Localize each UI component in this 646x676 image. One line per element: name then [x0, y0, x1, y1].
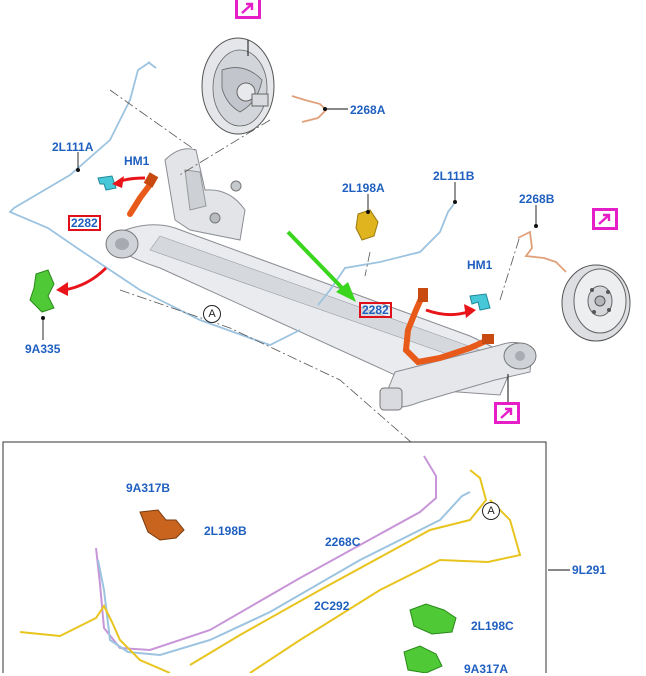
detail-pipes: [19, 455, 522, 673]
brake-pipe-2L111B: [317, 203, 455, 306]
label-HM1-left: HM1: [124, 154, 150, 168]
label-2L198C: 2L198C: [471, 619, 514, 633]
brake-pipe-2268B: [517, 230, 567, 273]
left-brake-backing-plate: [201, 37, 275, 135]
label-2268A: 2268A: [350, 103, 386, 117]
brake-hose-2282-right: [402, 288, 494, 366]
bracket-2L198A: [355, 209, 379, 241]
brake-pipe-2268A: [291, 95, 328, 123]
bracket-9A317A: [403, 645, 443, 673]
label-2L111B: 2L111B: [433, 169, 475, 183]
direction-arrow: [286, 230, 356, 302]
bracket-2L198C: [409, 603, 457, 635]
bracket-9A317B: [139, 509, 185, 541]
reference-circle-icon: A: [203, 305, 221, 323]
label-9A335: 9A335: [25, 342, 61, 356]
label-2282-right: 2282: [359, 302, 392, 318]
label-2268B: 2268B: [519, 192, 555, 206]
brake-pipe-2L111A: [8, 61, 301, 346]
label-2282-left: 2282: [68, 215, 101, 231]
label-2L198A: 2L198A: [342, 181, 385, 195]
clip-HM1-right: [469, 293, 491, 311]
label-2L111A: 2L111A: [52, 140, 94, 154]
view-direction-icon: [592, 208, 618, 230]
clip-HM1-left: [97, 175, 117, 191]
reference-circle-icon: A: [482, 502, 500, 520]
rear-axle-beam: [105, 148, 537, 411]
label-9A317B: 9A317B: [126, 481, 171, 495]
label-2L198B: 2L198B: [204, 524, 247, 538]
detail-panel-frame: [2, 441, 547, 673]
bracket-9A335: [29, 269, 55, 313]
label-9A317A: 9A317A: [464, 662, 509, 676]
reference-lines: [109, 89, 521, 451]
label-9L291: 9L291: [572, 563, 607, 577]
brake-hose-2282-left: [127, 172, 159, 217]
label-HM1-right: HM1: [467, 258, 493, 272]
label-2268C: 2268C: [325, 535, 361, 549]
view-direction-icon: [494, 402, 520, 424]
right-brake-drum: [561, 264, 631, 342]
view-direction-icon: [235, 0, 261, 19]
label-2C292: 2C292: [314, 599, 350, 613]
